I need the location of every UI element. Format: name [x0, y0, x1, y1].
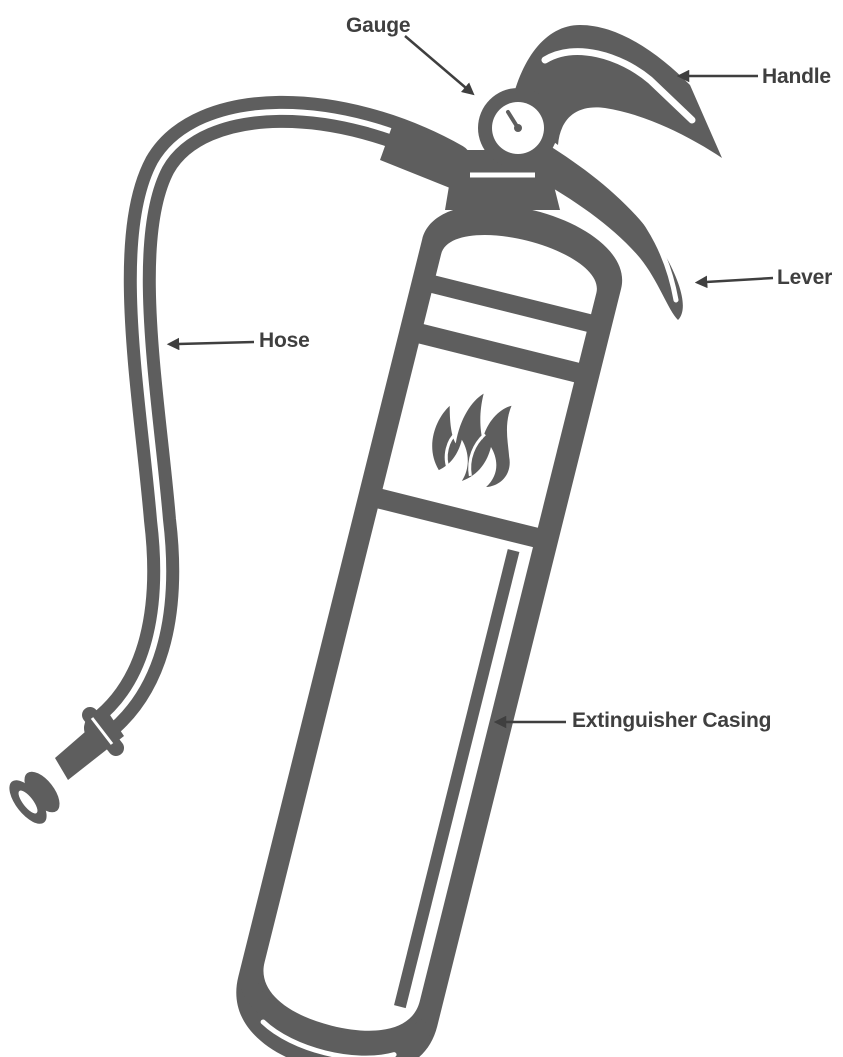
extinguisher-casing — [221, 186, 634, 1057]
gauge-arrow — [405, 36, 466, 88]
label-hose: Hose — [259, 330, 310, 351]
hose-nozzle — [3, 712, 124, 830]
label-handle: Handle — [762, 66, 831, 87]
label-extinguisher-casing: Extinguisher Casing — [572, 710, 771, 731]
label-gauge: Gauge — [346, 15, 410, 36]
gauge — [478, 88, 558, 168]
label-lever: Lever — [777, 267, 832, 288]
lever-arrow — [706, 278, 773, 282]
hose-arrow — [178, 342, 254, 344]
